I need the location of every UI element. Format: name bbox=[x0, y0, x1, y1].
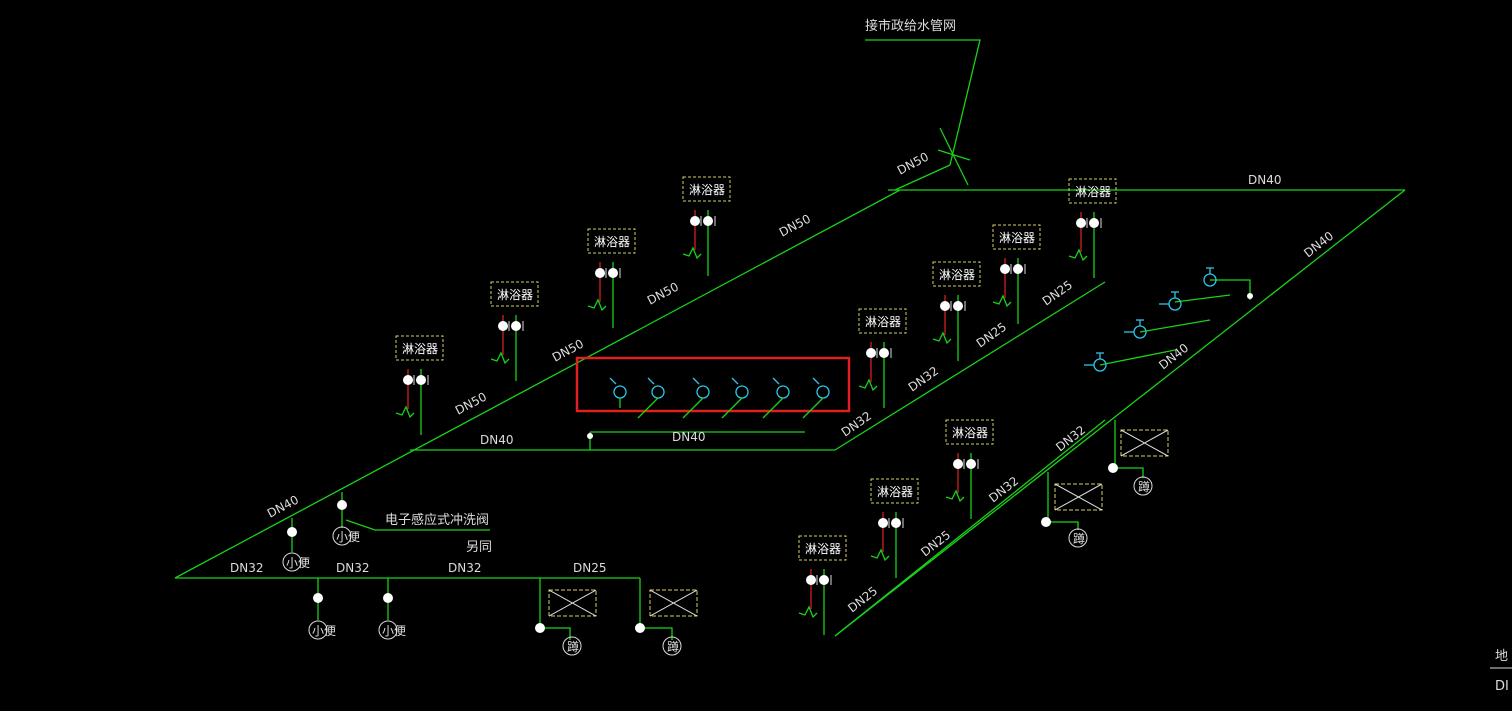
shower-fixture: 淋浴器 bbox=[395, 335, 444, 435]
pipe-label: DN32 bbox=[839, 409, 874, 440]
flush-valve-note-2: 另同 bbox=[466, 540, 492, 555]
pipe-label: DN25 bbox=[974, 320, 1009, 351]
corner-text: 地 bbox=[1495, 649, 1508, 664]
pipe-label: DN40 bbox=[1156, 341, 1191, 373]
pipe-label: DN50 bbox=[645, 280, 681, 308]
shower-fixture: 淋浴器 bbox=[490, 281, 539, 381]
shower-label: 淋浴器 bbox=[402, 342, 438, 356]
shower-fixture: 淋浴器 bbox=[798, 535, 847, 635]
shower-label: 淋浴器 bbox=[805, 542, 841, 556]
pipe-label: DN40 bbox=[480, 433, 514, 447]
shower-fixture: 淋浴器 bbox=[945, 419, 994, 519]
shower-label: 淋浴器 bbox=[939, 268, 975, 282]
pipe-label: DN25 bbox=[573, 561, 607, 575]
highlight-box bbox=[575, 356, 851, 413]
squat-label: 蹲 bbox=[1138, 480, 1150, 494]
squat-label: 蹲 bbox=[1073, 532, 1085, 546]
pipe-label: DN40 bbox=[265, 493, 301, 521]
pipe-label: DN32 bbox=[1053, 423, 1088, 455]
shower-fixture: 淋浴器 bbox=[932, 261, 981, 361]
squat-label: 蹲 bbox=[567, 640, 579, 654]
urinal-label: 小便 bbox=[336, 530, 360, 544]
pipe-label: DN25 bbox=[845, 584, 880, 616]
shower-label: 淋浴器 bbox=[865, 315, 901, 329]
flush-valve-note: 电子感应式冲洗阀 bbox=[385, 512, 489, 528]
pipe-label: DN40 bbox=[1248, 173, 1282, 187]
shower-label: 淋浴器 bbox=[594, 235, 630, 249]
shower-label: 淋浴器 bbox=[497, 288, 533, 302]
source-label: 接市政给水管网 bbox=[865, 18, 956, 34]
shower-label: 淋浴器 bbox=[1075, 185, 1111, 199]
pipe-label: DN32 bbox=[906, 364, 941, 395]
shower-fixture: 淋浴器 bbox=[682, 176, 731, 276]
shower-label: 淋浴器 bbox=[877, 485, 913, 499]
shower-label: 淋浴器 bbox=[952, 426, 988, 440]
pipe-label: DN32 bbox=[230, 561, 264, 575]
urinal-label: 小便 bbox=[312, 624, 336, 638]
faucet-group-right bbox=[1084, 267, 1253, 372]
corner-text: DI bbox=[1495, 679, 1509, 694]
shower-fixture: 淋浴器 bbox=[992, 224, 1041, 324]
pipe-label: DN40 bbox=[672, 430, 706, 444]
shower-fixture: 淋浴器 bbox=[870, 478, 919, 578]
shower-fixtures: 淋浴器淋浴器淋浴器淋浴器淋浴器淋浴器淋浴器淋浴器淋浴器淋浴器淋浴器 bbox=[395, 176, 1117, 635]
faucet-row bbox=[587, 377, 830, 450]
urinal-label: 小便 bbox=[286, 556, 310, 570]
pipe-label: DN50 bbox=[777, 212, 813, 240]
shower-label: 淋浴器 bbox=[689, 183, 725, 197]
shower-label: 淋浴器 bbox=[999, 231, 1035, 245]
bottom-fixtures bbox=[282, 420, 1169, 656]
pipe-label: DN50 bbox=[895, 150, 931, 178]
pipe-label: DN40 bbox=[1301, 229, 1336, 261]
squat-label: 蹲 bbox=[667, 640, 679, 654]
pipe-label: DN32 bbox=[336, 561, 370, 575]
pipe-label: DN32 bbox=[448, 561, 482, 575]
shower-fixture: 淋浴器 bbox=[587, 228, 636, 328]
shower-fixture: 淋浴器 bbox=[1068, 178, 1117, 278]
urinal-label: 小便 bbox=[382, 624, 406, 638]
shower-fixture: 淋浴器 bbox=[858, 308, 907, 408]
pipe-network bbox=[174, 39, 1406, 637]
